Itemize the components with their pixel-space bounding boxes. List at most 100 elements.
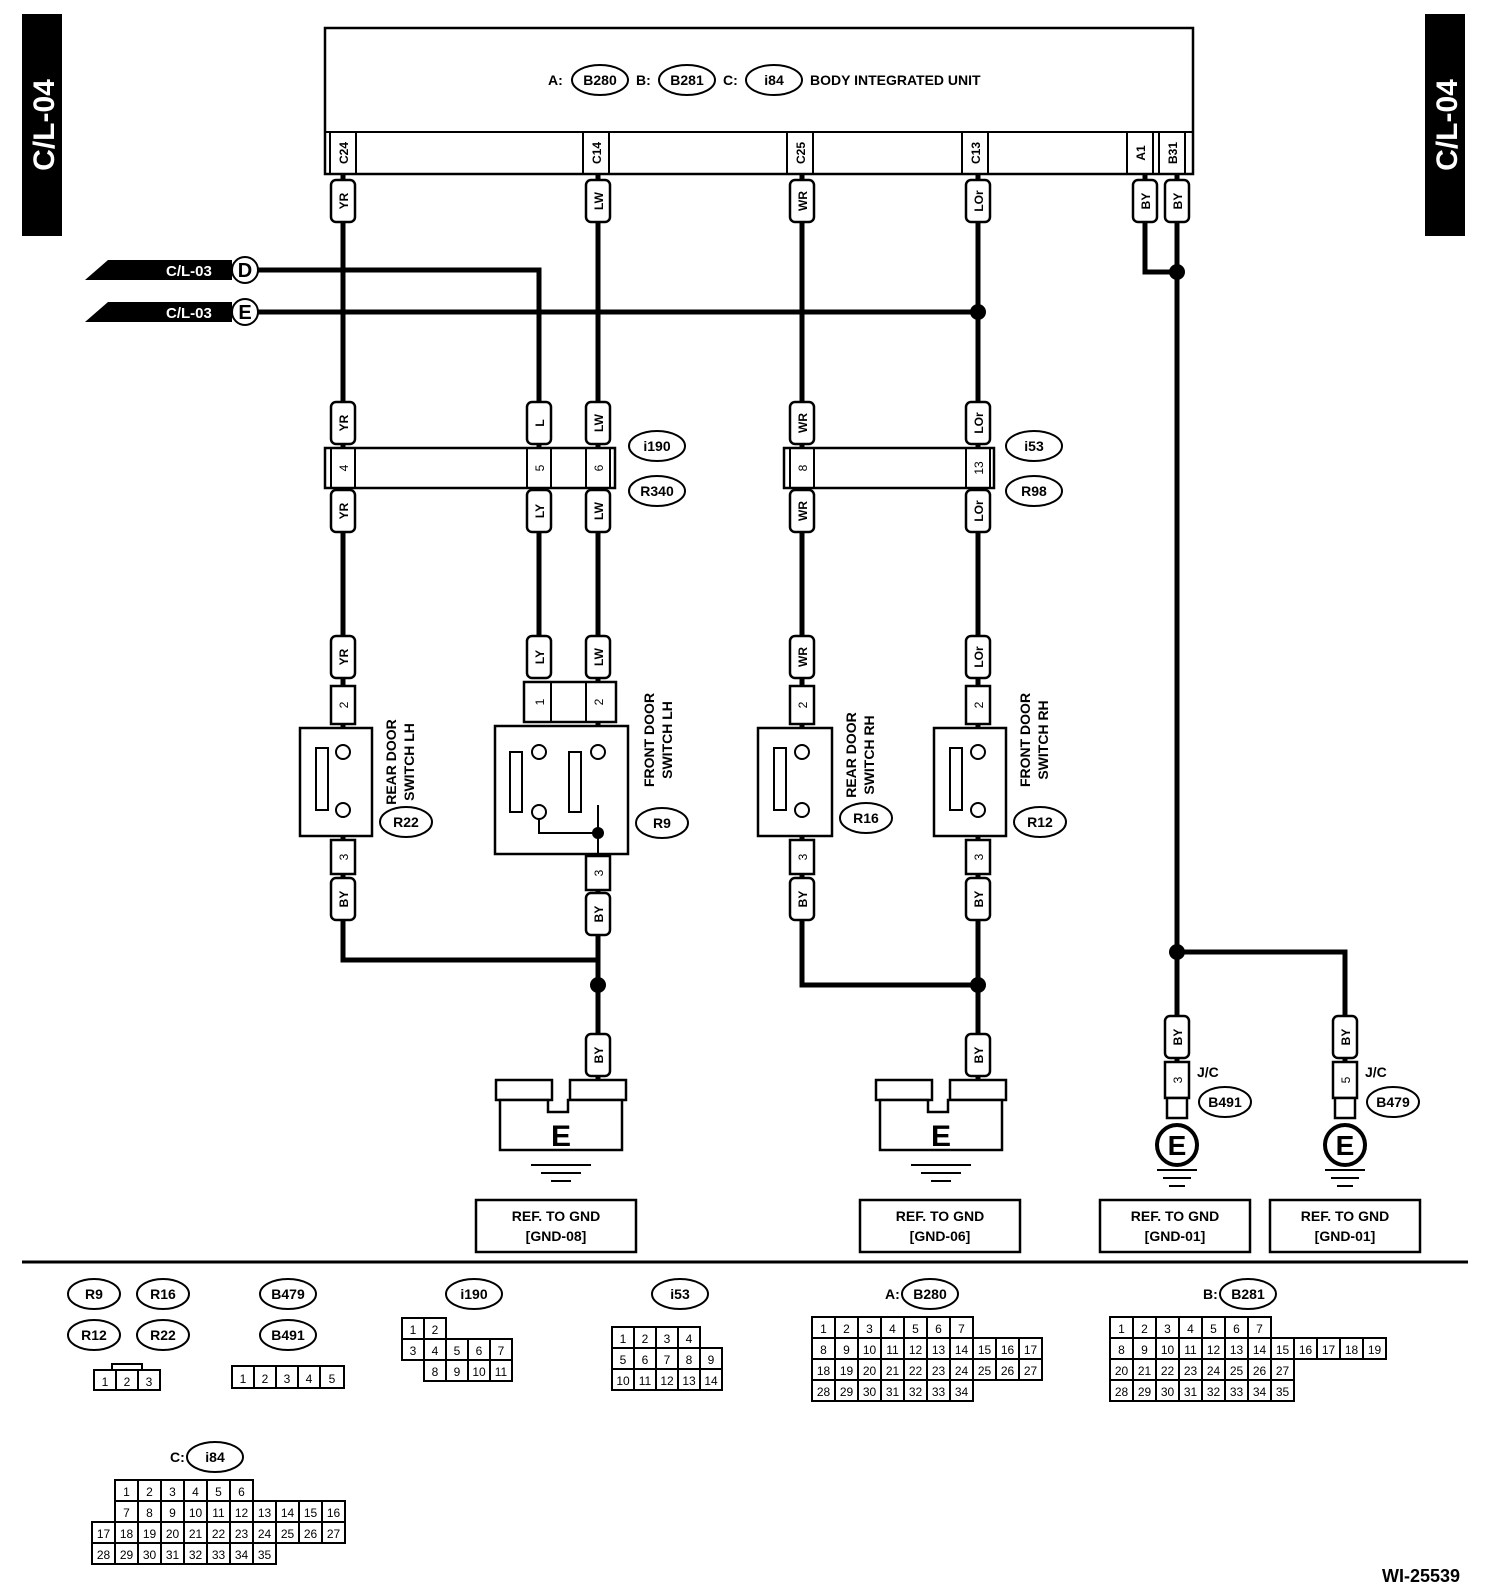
front-door-switch-lh: 1 2 3 FRONT DOOR SWITCH LH R9: [493, 680, 689, 892]
pin-number: 31: [1184, 1385, 1198, 1399]
pin-number: 4: [686, 1332, 693, 1346]
tag-by-a1: BY: [1139, 193, 1153, 210]
rear-rh-connector: R16: [853, 810, 879, 826]
front-rh-label-1: FRONT DOOR: [1017, 693, 1033, 787]
body-integrated-unit: A: B280 B: B281 C: i84 BODY INTEGRATED U…: [323, 26, 1195, 176]
pin-number: 9: [708, 1353, 715, 1367]
tag-ly-2: LY: [533, 650, 547, 664]
pin-number: 24: [258, 1527, 272, 1541]
pin-number: 18: [817, 1364, 831, 1378]
pin-number: 8: [146, 1506, 153, 1520]
pin-number: 12: [235, 1506, 249, 1520]
pin-number: 17: [97, 1527, 111, 1541]
pin-number: 23: [235, 1527, 249, 1541]
pin-number: 32: [1207, 1385, 1221, 1399]
ref-gnd-01-b: REF. TO GND [GND-01]: [1268, 1198, 1422, 1254]
front-lh-label-2: SWITCH LH: [659, 701, 675, 779]
cv-sw-r22: R22: [150, 1327, 176, 1343]
front-rh-label-2: SWITCH RH: [1035, 700, 1051, 779]
front-door-switch-rh: 2 3 FRONT DOOR SWITCH RH R12: [932, 684, 1067, 876]
ref-d-letter: D: [238, 260, 252, 282]
figure-id: WI-25539: [1382, 1566, 1460, 1586]
pin-number: 1: [1118, 1322, 1125, 1336]
pin-number: 20: [1115, 1364, 1129, 1378]
pin-number: 29: [1138, 1385, 1152, 1399]
pin-number: 2: [1141, 1322, 1148, 1336]
unit-pin-c13: C13: [969, 142, 983, 164]
tag-yr-4: YR: [337, 648, 351, 665]
pin-number: 20: [166, 1527, 180, 1541]
ref-gnd-08: REF. TO GND [GND-08]: [474, 1198, 638, 1254]
joint-ground-2: 5 J/C B479 E: [1323, 1060, 1420, 1187]
pin-number: 28: [817, 1385, 831, 1399]
ground-lh-letter: E: [551, 1120, 571, 1153]
pin-number: 1: [820, 1322, 827, 1336]
cv-b281-prefix: B:: [1203, 1286, 1218, 1302]
pin-number: 1: [410, 1323, 417, 1337]
pin-number: 32: [189, 1548, 203, 1562]
pin-number: 5: [215, 1485, 222, 1499]
pin-number: 32: [909, 1385, 923, 1399]
pin-number: 34: [235, 1548, 249, 1562]
ref2-line2: [GND-06]: [910, 1228, 971, 1244]
pin-number: 11: [212, 1506, 225, 1520]
front-rh-pin-bottom: 3: [972, 853, 986, 860]
pin-number: 26: [1001, 1364, 1015, 1378]
pin-number: 11: [886, 1343, 899, 1357]
pin-number: 14: [704, 1374, 718, 1388]
pin-number: 2: [146, 1485, 153, 1499]
tag-by-4: BY: [972, 891, 986, 908]
ref3-line1: REF. TO GND: [1131, 1208, 1219, 1224]
front-rh-pin-top: 2: [972, 701, 986, 708]
connector-view-jc: B479 B491 1 2 3 4 5: [231, 1278, 345, 1389]
pin-number: 22: [1161, 1364, 1175, 1378]
pin-number: 22: [909, 1364, 923, 1378]
pin-number: 24: [1207, 1364, 1221, 1378]
pin-number: 11: [639, 1374, 652, 1388]
pin-number: 6: [238, 1485, 245, 1499]
pin-number: 21: [886, 1364, 900, 1378]
pin-number: 7: [498, 1344, 505, 1358]
joint-pin-4: 4: [337, 464, 351, 471]
pin-number: 6: [935, 1322, 942, 1336]
pin-number: 31: [166, 1548, 180, 1562]
tag-by-8: BY: [1339, 1029, 1353, 1046]
pin-number: 33: [1230, 1385, 1244, 1399]
cv-sw-r9: R9: [85, 1286, 103, 1302]
pin-number: 35: [1276, 1385, 1290, 1399]
rear-lh-label-1: REAR DOOR: [383, 719, 399, 805]
unit-title: BODY INTEGRATED UNIT: [810, 72, 981, 88]
pin-number: 3: [866, 1322, 873, 1336]
pin-number: 3: [169, 1485, 176, 1499]
joint-connector-r98: R98: [1021, 483, 1047, 499]
pin-number: 23: [1184, 1364, 1198, 1378]
pin-cell: [489, 1359, 513, 1382]
right-tab: C/L-04: [1425, 14, 1465, 236]
tag-wr-3: WR: [796, 501, 810, 521]
pin-number: 12: [1207, 1343, 1221, 1357]
tag-lw-2: LW: [592, 413, 606, 432]
unit-pin-c24: C24: [337, 142, 351, 164]
tag-by-3: BY: [796, 891, 810, 908]
ground-terminal-rh: E: [874, 1078, 1008, 1182]
unit-pin-a1: A1: [1134, 145, 1148, 161]
tag-by-7: BY: [1171, 1029, 1185, 1046]
pin-number: 5: [912, 1322, 919, 1336]
front-lh-connector: R9: [653, 815, 671, 831]
unit-connector-b281: B281: [670, 72, 704, 88]
pin-number: 33: [932, 1385, 946, 1399]
pin-number: 28: [97, 1548, 111, 1562]
pin-number: 7: [664, 1353, 671, 1367]
pin-number: 8: [1118, 1343, 1125, 1357]
joint-connector-left: 4 5 6 i190 R340: [323, 430, 686, 507]
wire-tags: YR LW WR LOr BY BY YR L LW WR LOr YR LY …: [329, 178, 1359, 1078]
pin-number: 19: [840, 1364, 854, 1378]
pin-number: 27: [1276, 1364, 1290, 1378]
cv-sw-pin-3: 3: [146, 1375, 153, 1389]
joint-pin-13: 13: [972, 461, 986, 475]
tag-lor-3: LOr: [972, 500, 986, 522]
cv-jc-b491: B491: [271, 1327, 305, 1343]
rear-door-switch-lh: 2 3 REAR DOOR SWITCH LH R22: [298, 684, 433, 876]
pin-cell: [252, 1542, 277, 1565]
pin-number: 4: [432, 1344, 439, 1358]
